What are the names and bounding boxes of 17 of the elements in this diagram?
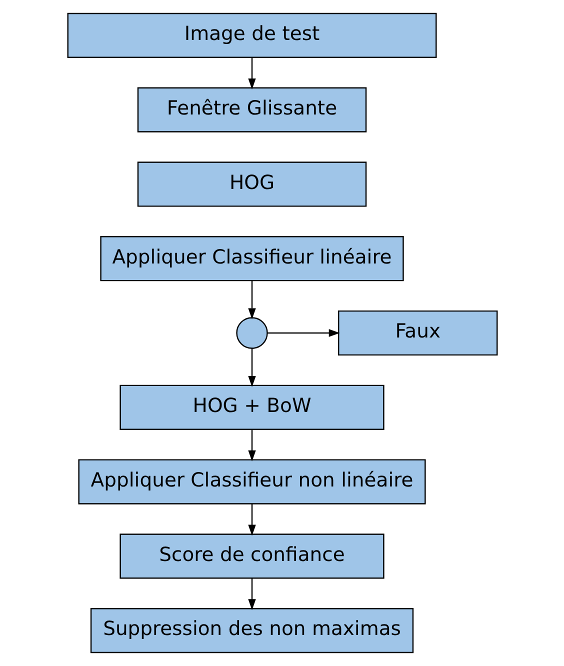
arrow (248, 504, 256, 536)
node-box: HOG + BoW (119, 384, 384, 430)
node-box: HOG (136, 162, 366, 207)
node-box: Image de test (66, 12, 436, 58)
arrow (248, 429, 256, 462)
node-box: Appliquer Classifieur non linéaire (78, 459, 426, 504)
node-box: Score de confiance (119, 534, 384, 579)
arrow (248, 280, 256, 320)
node-box: Appliquer Classifieur linéaire (100, 236, 404, 282)
arrow (248, 58, 256, 90)
node-box: Fenêtre Glissante (136, 87, 366, 132)
node-box: Faux (337, 310, 498, 356)
node-circle (236, 317, 268, 349)
arrow (248, 348, 256, 388)
arrow (267, 329, 340, 337)
node-box: Suppression des non maximas (90, 608, 414, 654)
arrow (248, 578, 256, 610)
